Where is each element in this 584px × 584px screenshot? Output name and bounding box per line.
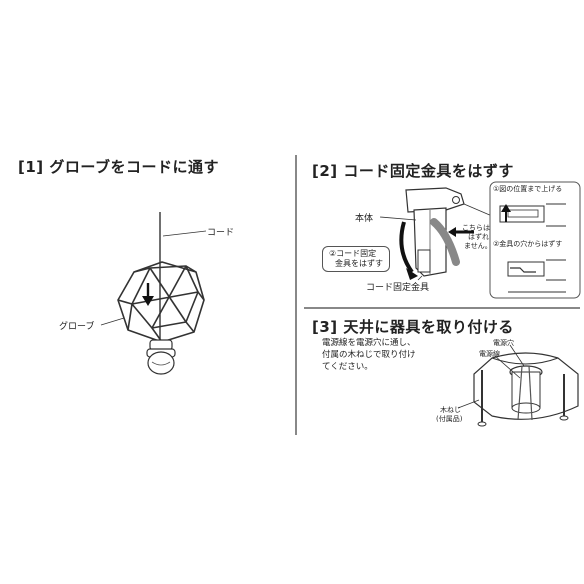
step2-title: [2] コード固定金具をはずす <box>312 162 514 180</box>
step1-title: [1] グローブをコードに通す <box>18 158 219 176</box>
label-body: 本体 <box>355 214 374 224</box>
note-line2: はずれ <box>468 233 489 241</box>
globe-illustration <box>100 212 207 375</box>
instr-line2: 付属の木ねじで取り付け <box>322 350 416 360</box>
callout-remove-bracket: ②コード固定 金具をはずす <box>322 246 390 272</box>
label-screw: 木ねじ <box>440 406 461 414</box>
label-power-hole: 電源穴 <box>493 339 514 347</box>
instr-line3: てください。 <box>322 362 373 372</box>
callout-line1: ②コード固定 <box>329 249 377 258</box>
callout-line2: 金具をはずす <box>335 259 383 268</box>
instr-line1: 電源線を電源穴に通し、 <box>322 338 416 348</box>
label-power-wire: 電源線 <box>479 350 500 358</box>
step3-title: [3] 天井に器具を取り付ける <box>312 318 514 336</box>
detail-step1-label: ①図の位置まで上げる <box>493 185 563 194</box>
detail-step2-label: ②金具の穴からはずす <box>493 240 563 249</box>
label-cord: コード <box>207 228 235 238</box>
label-screw-note: (付属品) <box>436 415 463 423</box>
note-line1: こちらは <box>462 224 490 232</box>
label-globe: グローブ <box>59 322 95 332</box>
note-line3: ません。 <box>464 242 492 250</box>
label-bracket: コード固定金具 <box>366 283 430 293</box>
ceiling-mount-illustration <box>457 344 579 427</box>
